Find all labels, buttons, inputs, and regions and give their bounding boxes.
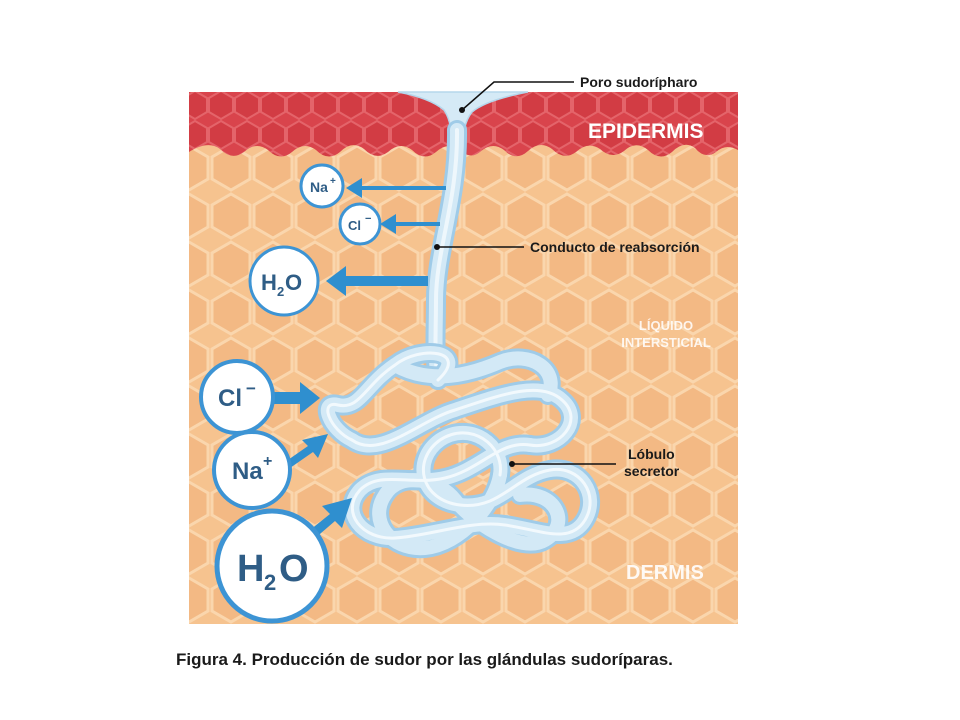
ion-symbol: H	[261, 270, 277, 295]
arrow-na-out	[346, 178, 446, 198]
ion-symbol: Na	[310, 179, 328, 195]
ion-subscript: 2	[264, 570, 276, 595]
interstitial-label-line2: INTERSTICIAL	[621, 335, 711, 350]
epidermis-label: EPIDERMIS	[588, 120, 704, 143]
ion-charge: +	[263, 453, 272, 470]
arrow-h2o-out	[326, 266, 428, 296]
ion-tail: O	[285, 270, 302, 295]
ion-symbol: Cl	[218, 385, 242, 412]
ion-h2o-reabsorbed: H 2 O	[248, 245, 320, 317]
arrow-cl-in	[272, 382, 320, 414]
ion-h2o-secreted: H 2 O	[214, 508, 330, 624]
interstitial-label-line1: LÍQUIDO	[639, 318, 693, 333]
ion-charge: +	[330, 176, 336, 187]
ion-cl-reabsorbed: Cl −	[338, 202, 382, 246]
ion-symbol: Na	[232, 458, 263, 485]
callout-pore: Poro sudorípharo	[459, 74, 697, 113]
sweat-gland-diagram: Na + Cl − H 2 O Cl − Na + H 2 O EPIDERMI…	[189, 74, 738, 624]
dermis-label: DERMIS	[626, 562, 704, 584]
ion-tail: O	[279, 548, 309, 590]
ion-symbol: Cl	[348, 218, 361, 233]
reabsorption-arrows	[326, 178, 446, 296]
arrow-na-in	[285, 434, 328, 468]
ion-charge: −	[365, 213, 371, 225]
pore-label: Poro sudorípharo	[580, 74, 697, 90]
figure-caption: Figura 4. Producción de sudor por las gl…	[176, 650, 673, 669]
callout-lobule: Lóbulo secretor	[509, 446, 680, 479]
ion-na-reabsorbed: Na +	[299, 163, 345, 209]
ion-cl-secreted: Cl −	[199, 359, 275, 435]
ion-symbol: H	[237, 548, 264, 590]
callout-duct: Conducto de reabsorción	[434, 239, 700, 255]
lobule-label-line1: Lóbulo	[628, 446, 675, 462]
duct-label: Conducto de reabsorción	[530, 239, 700, 255]
ion-charge: −	[246, 379, 256, 398]
ion-subscript: 2	[277, 284, 284, 299]
ion-na-secreted: Na +	[212, 430, 292, 510]
lobule-label-line2: secretor	[624, 463, 680, 479]
secretory-coil	[317, 343, 600, 559]
arrow-cl-out	[380, 214, 440, 234]
